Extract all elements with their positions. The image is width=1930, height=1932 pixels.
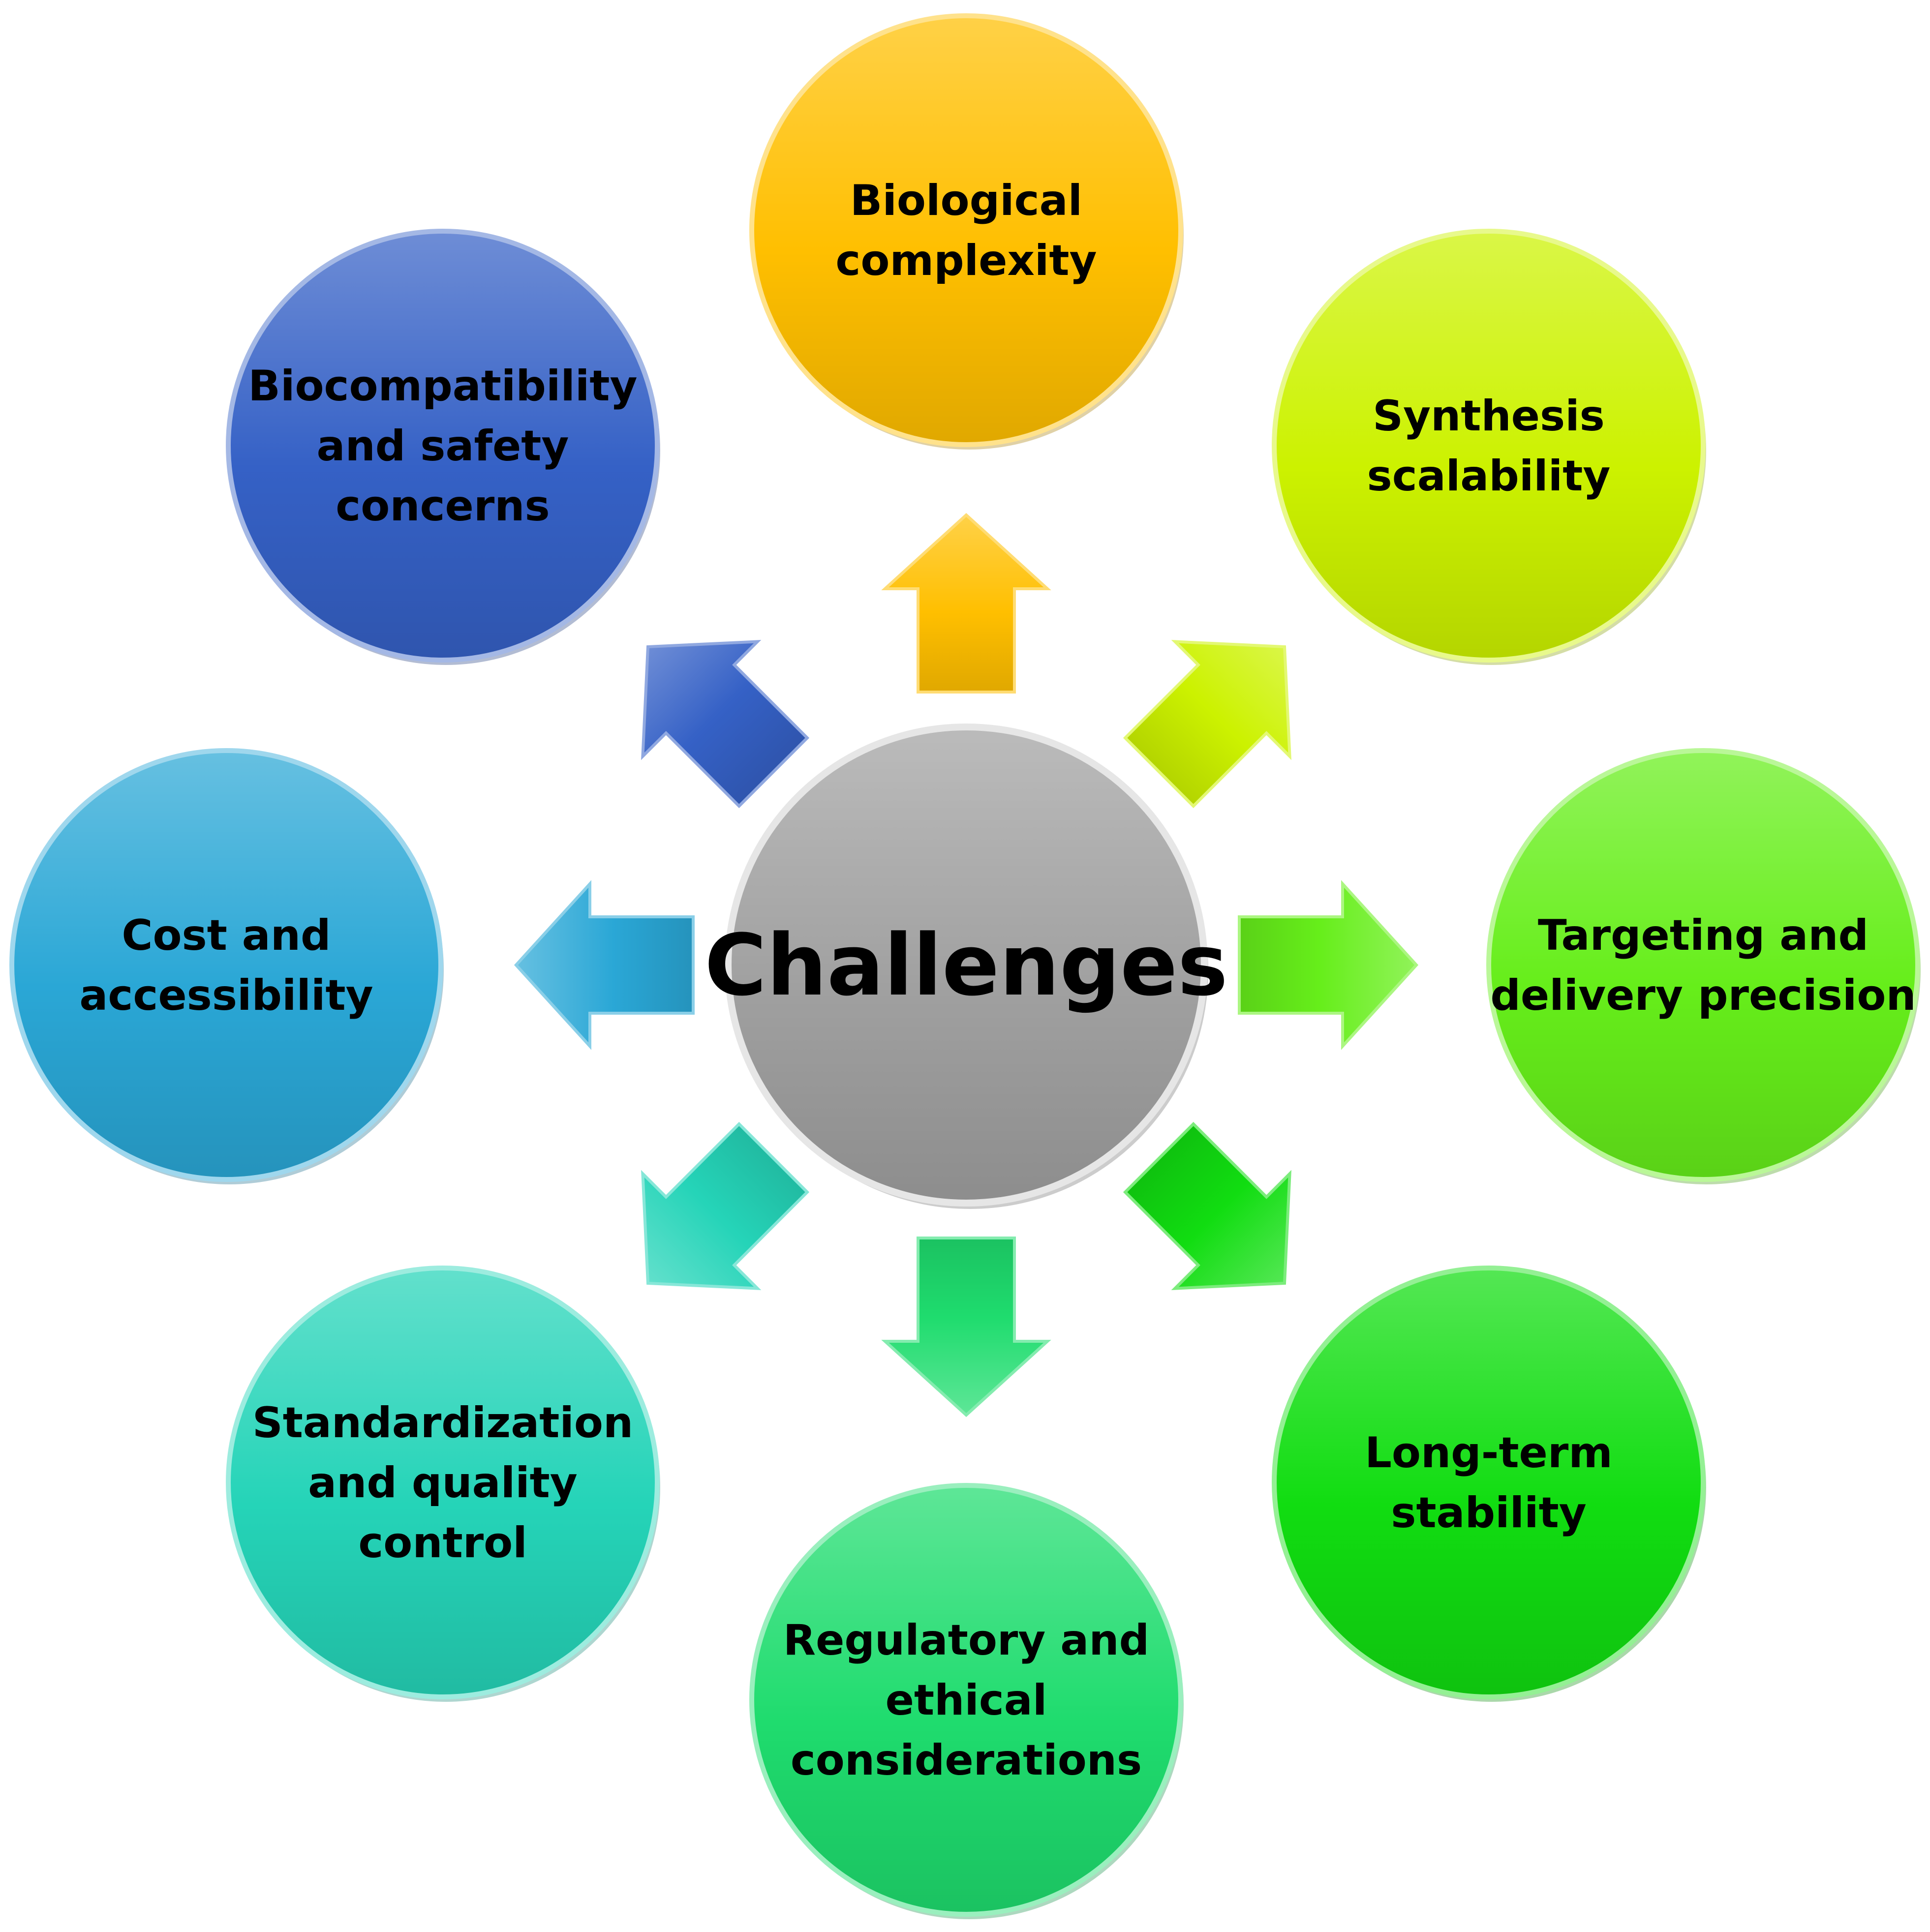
node-circle	[749, 13, 1183, 447]
node-targeting-delivery-precision: Targeting and delivery precision	[1486, 748, 1921, 1184]
center-circle	[725, 724, 1208, 1207]
node-label-line: Biological	[850, 176, 1082, 225]
arrow-icon-biocompatibility-safety	[641, 640, 810, 809]
arrow-icon-long-term-stability	[1123, 1121, 1291, 1290]
node-label: Cost and accessibility	[79, 911, 373, 1020]
arrow-icon-synthesis-scalability	[1123, 640, 1291, 809]
arrow-icon-targeting-delivery-precision	[1238, 880, 1419, 1050]
center-label: Challenges	[705, 916, 1228, 1015]
node-label-line: scalability	[1367, 452, 1611, 501]
node-label: Targeting and delivery precision	[1490, 911, 1916, 1020]
arrow-icon-biological-complexity	[881, 513, 1051, 694]
node-circle	[1486, 748, 1920, 1182]
arrows-group	[514, 513, 1419, 1418]
node-circle	[9, 748, 443, 1182]
node-label: Regulatory and ethical considerations	[783, 1616, 1149, 1785]
node-label-line: Cost and	[122, 911, 331, 960]
node-label-line: accessibility	[79, 971, 373, 1020]
node-biocompatibility-safety: Biocompatibility and safety concerns	[226, 229, 660, 665]
node-label-line: Regulatory and	[783, 1616, 1149, 1665]
node-circle	[226, 1266, 660, 1699]
node-circle	[226, 229, 660, 663]
node-label-line: and quality	[308, 1458, 578, 1508]
node-synthesis-scalability: Synthesis scalability	[1272, 229, 1706, 665]
node-label-line: stability	[1391, 1488, 1587, 1538]
node-label: Standardization and quality control	[252, 1398, 633, 1568]
node-label: Biocompatibility and safety concerns	[248, 362, 637, 531]
node-label-line: delivery precision	[1490, 971, 1916, 1020]
arrow-icon-regulatory-ethical	[881, 1237, 1051, 1418]
center-group: Challenges	[705, 724, 1228, 1209]
node-label: Synthesis scalability	[1367, 392, 1611, 501]
node-label-line: Standardization	[252, 1398, 633, 1448]
node-label-line: ethical	[886, 1676, 1047, 1725]
node-circle	[1272, 1266, 1706, 1699]
node-label: Biological complexity	[835, 176, 1097, 285]
node-label-line: and safety	[317, 422, 569, 471]
node-label-line: Synthesis	[1373, 392, 1605, 441]
node-label-line: control	[358, 1518, 527, 1568]
arrow-icon-cost-accessibility	[514, 880, 695, 1050]
node-label-line: Long-term	[1365, 1428, 1613, 1478]
node-label-line: considerations	[791, 1736, 1142, 1785]
node-label-line: concerns	[336, 482, 550, 531]
node-label-line: Targeting and	[1538, 911, 1869, 960]
node-circle	[1272, 229, 1706, 663]
node-label: Long-term stability	[1365, 1428, 1613, 1538]
node-biological-complexity: Biological complexity	[749, 13, 1184, 450]
arrow-icon-standardization-quality	[641, 1121, 810, 1290]
node-cost-accessibility: Cost and accessibility	[9, 748, 444, 1184]
node-long-term-stability: Long-term stability	[1272, 1266, 1706, 1702]
node-circle	[749, 1483, 1183, 1917]
node-label-line: complexity	[835, 236, 1097, 285]
node-label-line: Biocompatibility	[248, 362, 637, 411]
node-regulatory-ethical: Regulatory and ethical considerations	[749, 1483, 1184, 1919]
node-standardization-quality: Standardization and quality control	[226, 1266, 660, 1702]
